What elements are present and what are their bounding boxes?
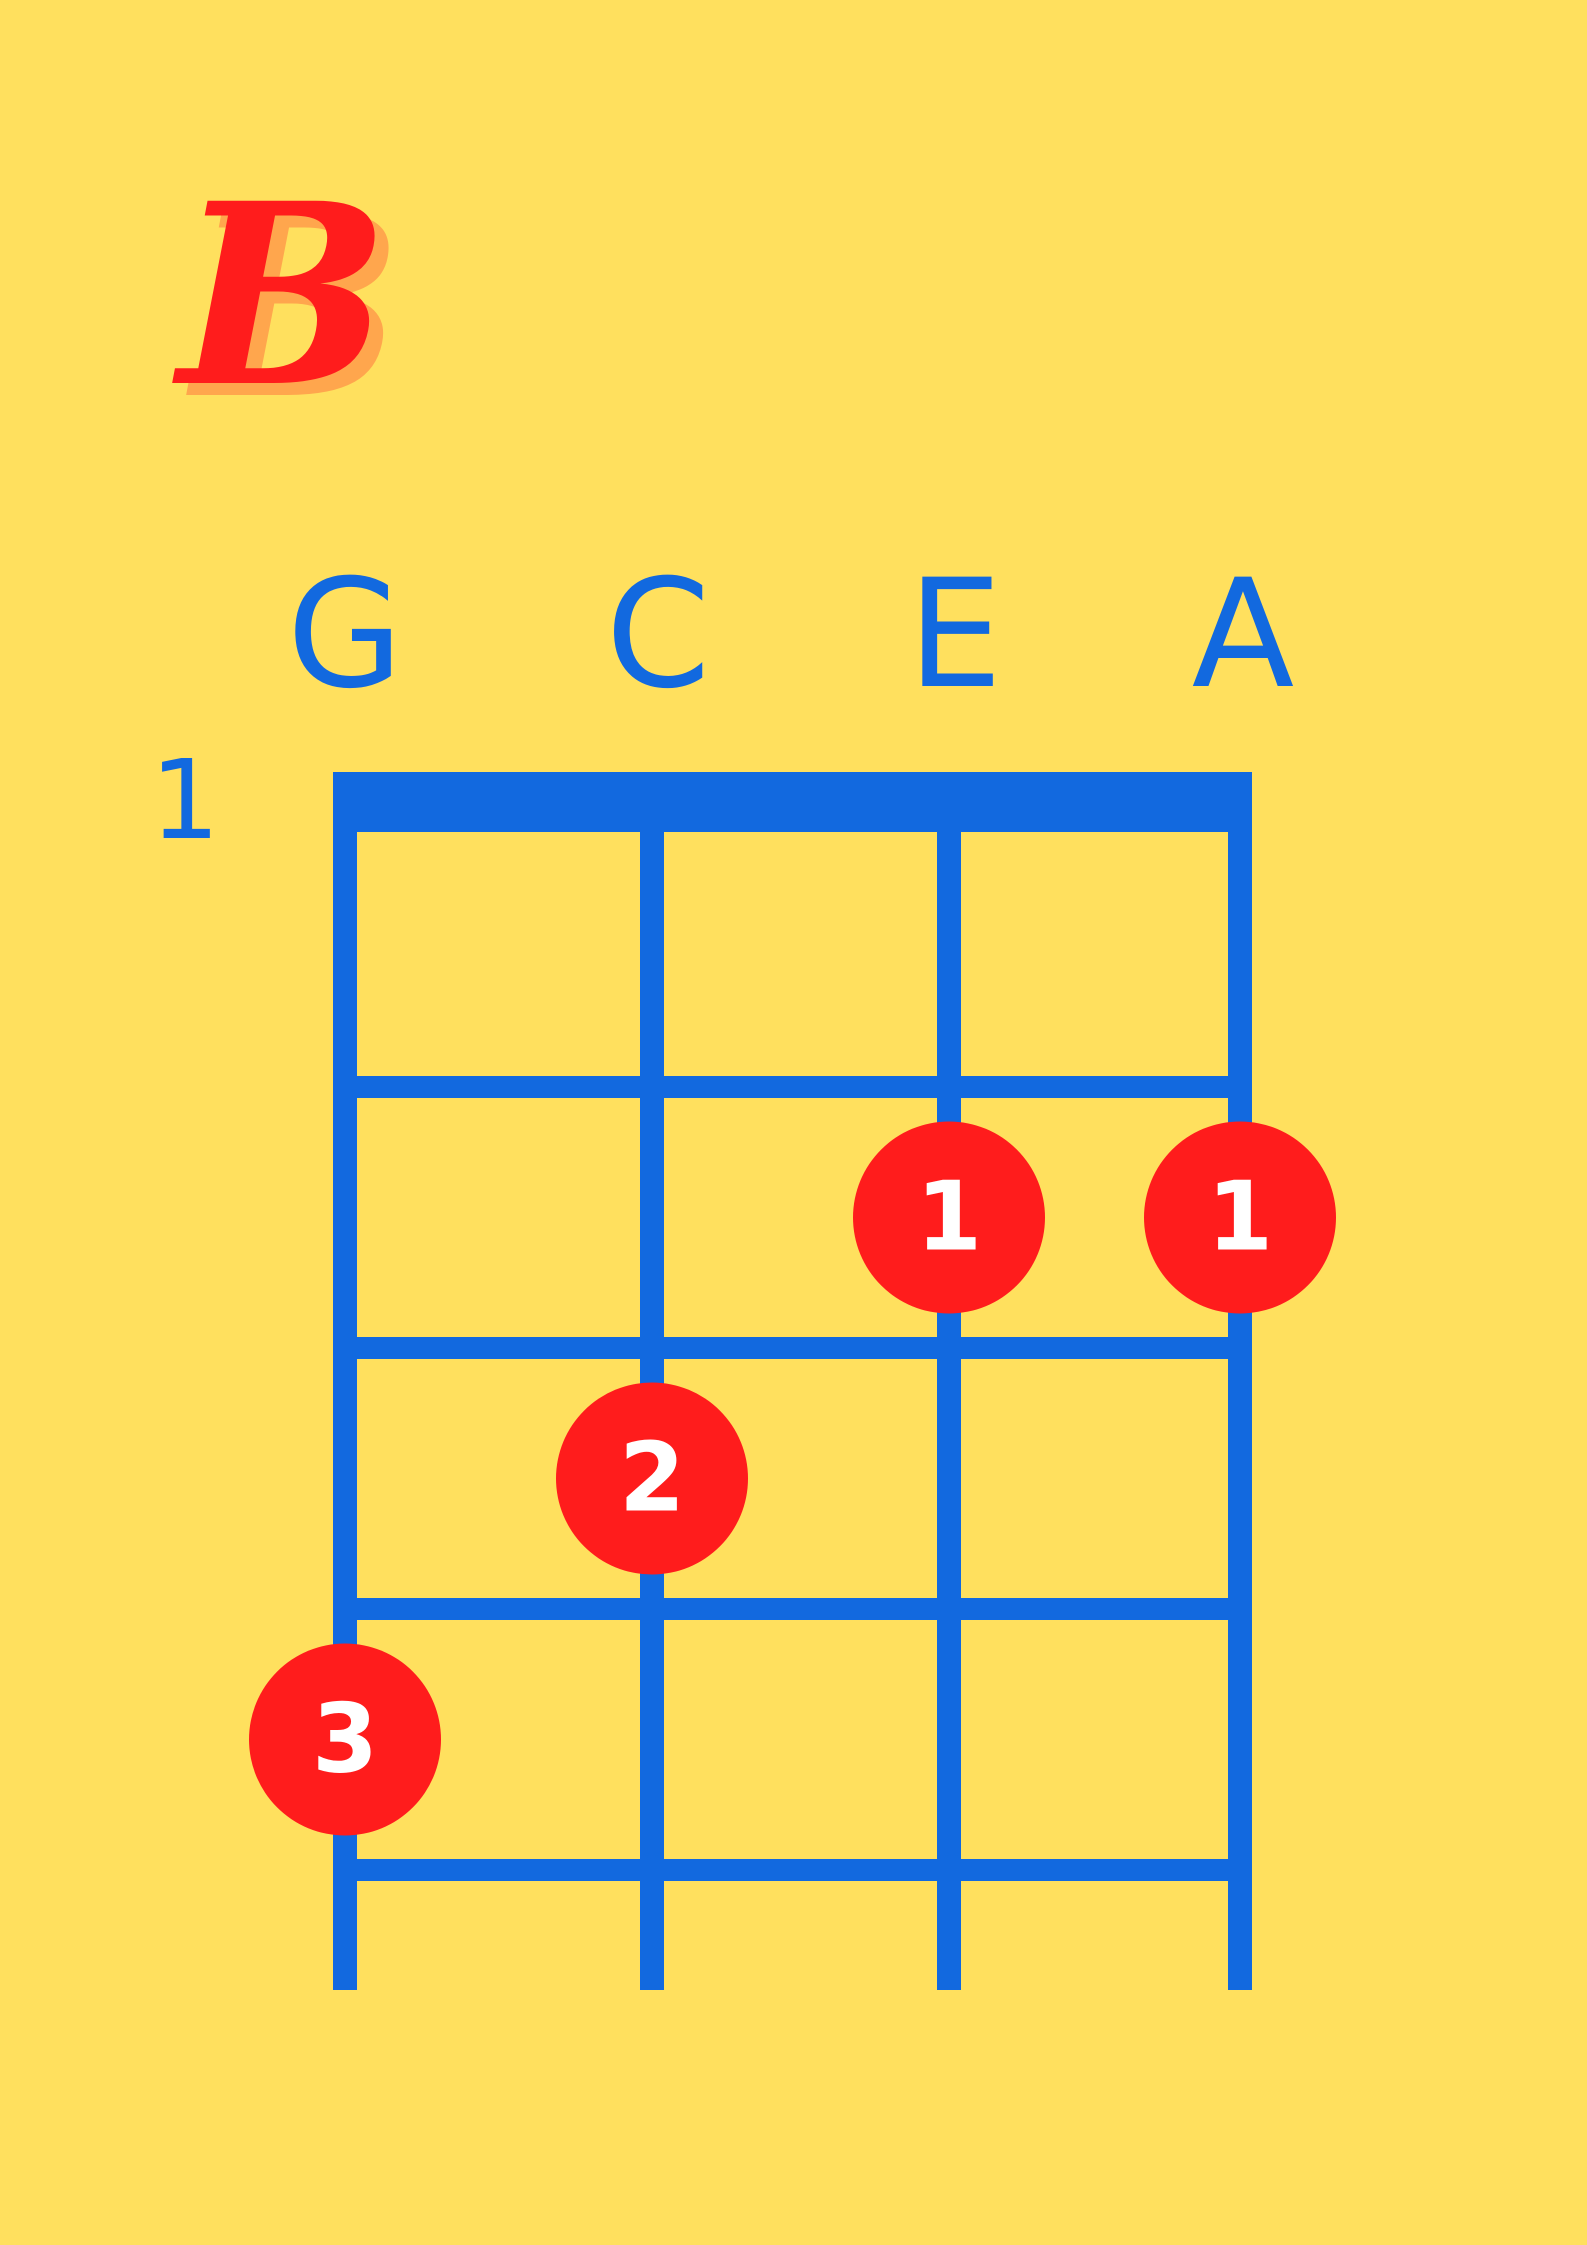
fret-line	[345, 1337, 1240, 1359]
string-label-g: G	[286, 548, 404, 722]
finger-number: 3	[312, 1685, 378, 1795]
chord-title: B	[178, 148, 390, 442]
finger-dot: 2	[556, 1382, 748, 1575]
string-label-a: A	[1191, 548, 1295, 722]
string-label-c: C	[605, 548, 711, 722]
string-line	[1228, 772, 1252, 1990]
string-line	[640, 772, 664, 1990]
start-fret-number: 1	[150, 736, 220, 864]
fret-line	[345, 1076, 1240, 1098]
finger-number: 1	[1207, 1163, 1273, 1273]
fretboard-grid	[333, 772, 1252, 1990]
finger-dots: 1 1 2 3	[249, 1121, 1336, 1836]
fret-line	[345, 1598, 1240, 1620]
finger-number: 2	[619, 1424, 685, 1534]
string-label-e: E	[907, 548, 1003, 722]
finger-number: 1	[916, 1163, 982, 1273]
finger-dot: 3	[249, 1643, 441, 1836]
finger-dot: 1	[853, 1121, 1045, 1314]
finger-dot: 1	[1144, 1121, 1336, 1314]
string-line	[937, 772, 961, 1990]
fret-line	[345, 1859, 1240, 1881]
nut	[333, 772, 1252, 832]
